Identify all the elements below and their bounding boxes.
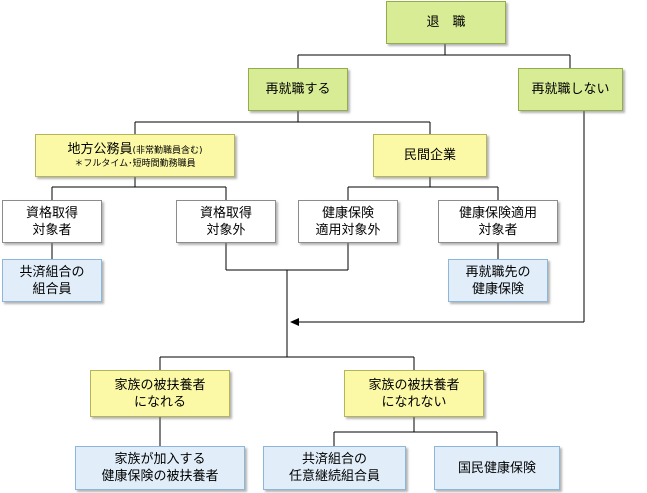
node-text: 再就職先の [465,264,531,280]
node-new-employer-hi: 再就職先の 健康保険 [448,259,548,302]
node-main-note: (非常勤職員含む) [132,146,203,156]
node-text: 健康保険の被扶養者 [101,469,219,484]
node-text: 組合員 [32,281,72,297]
node-text: になれる [133,394,186,410]
node-text: 対象外 [206,222,246,238]
node-text: 国民健康保険 [457,460,536,476]
arrowhead-icon [290,318,299,326]
node-text: 対象者 [478,222,518,238]
node-text: 共済組合の [301,452,367,467]
node-text: になれない [381,394,447,410]
node-text: 任意継続組合員 [288,469,380,484]
node-not-eligible: 資格取得 対象外 [176,200,276,243]
node-text: 民間企業 [403,148,456,163]
node-hi-applicable: 健康保険適用 対象者 [438,200,558,243]
node-text: 資格取得 [25,205,78,221]
node-text: 家族が加入する [114,452,206,467]
node-retire: 退 職 [386,1,506,44]
node-mutual-aid-member: 共済組合の 組合員 [2,259,102,302]
node-text: 適用対象外 [315,222,381,238]
node-text: 地方公務員(非常勤職員含む) [67,141,202,158]
node-reemploy: 再就職する [248,68,348,111]
node-text: 健康保険 [321,205,374,221]
node-text: 共済組合の [19,264,85,280]
node-private-company: 民間企業 [373,134,487,177]
node-eligible: 資格取得 対象者 [2,200,102,243]
node-hi-not-applicable: 健康保険 適用対象外 [298,200,398,243]
node-public-servant: 地方公務員(非常勤職員含む) ＊フルタイム･短時間勤務職員 [35,134,235,177]
node-text: 再就職しない [531,82,610,97]
node-main-label: 地方公務員 [67,142,133,157]
node-voluntary-continuation: 共済組合の 任意継続組合員 [263,446,406,490]
node-text: 再就職する [265,82,331,97]
node-no-reemploy: 再就職しない [518,68,623,111]
node-text: 資格取得 [199,205,252,221]
node-text: 健康保険 [471,281,524,297]
node-note: ＊フルタイム･短時間勤務職員 [74,159,196,169]
node-family-dependent: 家族が加入する 健康保険の被扶養者 [75,446,245,490]
node-cannot-be-dependent: 家族の被扶養者 になれない [344,370,484,417]
node-national-hi: 国民健康保険 [434,446,560,490]
node-text: 退 職 [426,15,466,30]
node-text: 健康保険適用 [458,205,537,221]
node-text: 家族の被扶養者 [368,377,460,393]
node-text: 対象者 [32,222,72,238]
node-text: 家族の被扶養者 [114,377,206,393]
node-can-be-dependent: 家族の被扶養者 になれる [90,370,230,417]
